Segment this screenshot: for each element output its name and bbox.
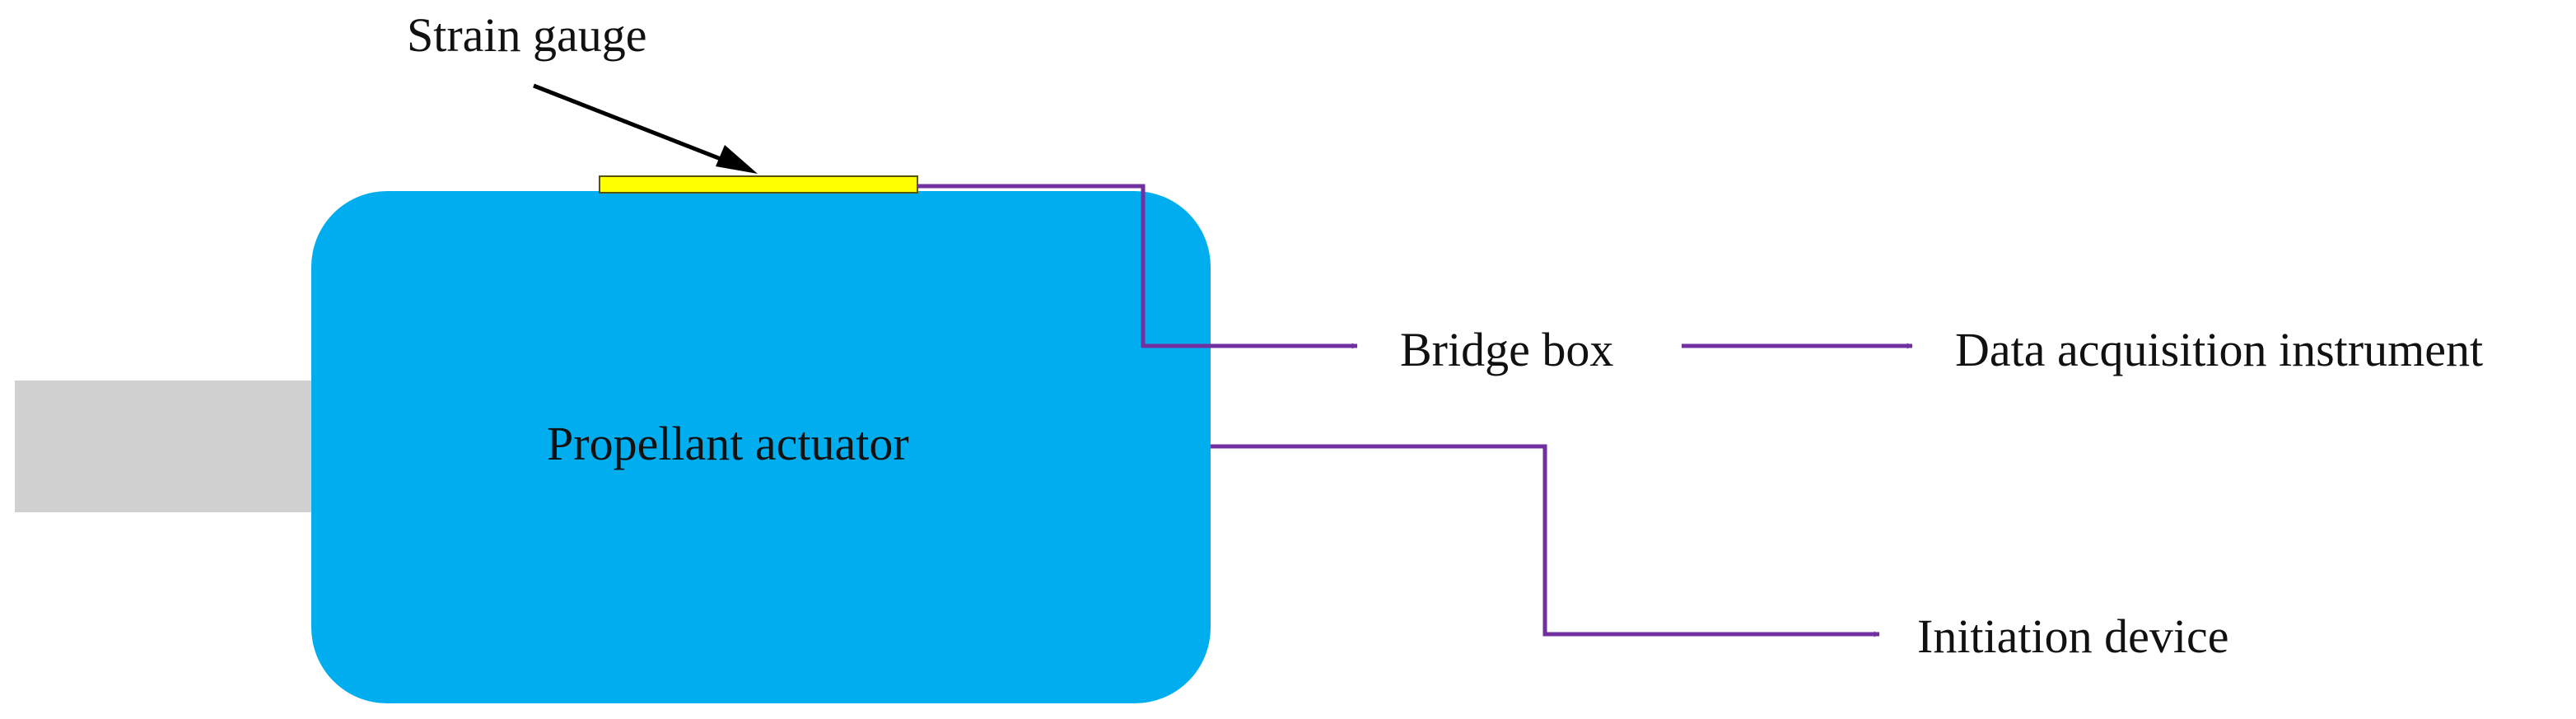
strain-gauge-strip — [599, 175, 918, 194]
strain-gauge-pointer — [533, 83, 736, 167]
actuator-label: Propellant actuator — [547, 417, 909, 470]
wire-actuator-to-initiation — [1211, 444, 1880, 637]
strain-gauge-label: Strain gauge — [407, 8, 647, 62]
data-acquisition-label: Data acquisition instrument — [1955, 323, 2483, 376]
propellant-actuator-body — [311, 191, 1211, 703]
initiation-device-label: Initiation device — [1917, 609, 2228, 663]
wire-gauge-to-bridge — [917, 184, 1358, 349]
actuator-rod — [15, 381, 320, 512]
bridge-box-label: Bridge box — [1400, 323, 1613, 376]
strain-gauge-pointer-head — [716, 145, 758, 174]
